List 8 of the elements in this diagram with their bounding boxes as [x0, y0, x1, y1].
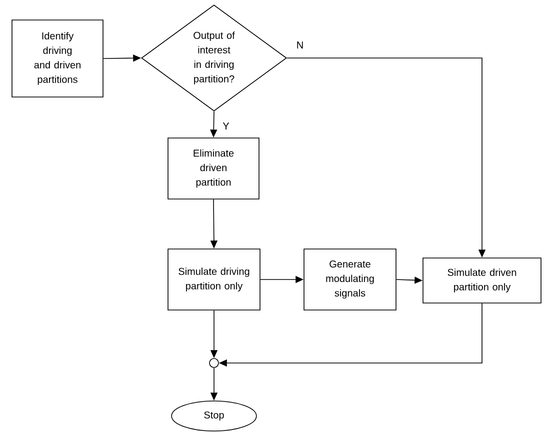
edge-label: Y [222, 122, 230, 130]
process-box: Identify driving and driven partitions [12, 20, 104, 98]
process-box: Simulate driving partition only [168, 248, 260, 310]
edge-label: N [295, 40, 305, 50]
process-box: Generate modulating signals [304, 248, 396, 310]
junction-circle [209, 358, 219, 368]
process-box: Eliminate driven partition [168, 138, 260, 200]
process-box: Simulate driven partition only [422, 258, 542, 304]
